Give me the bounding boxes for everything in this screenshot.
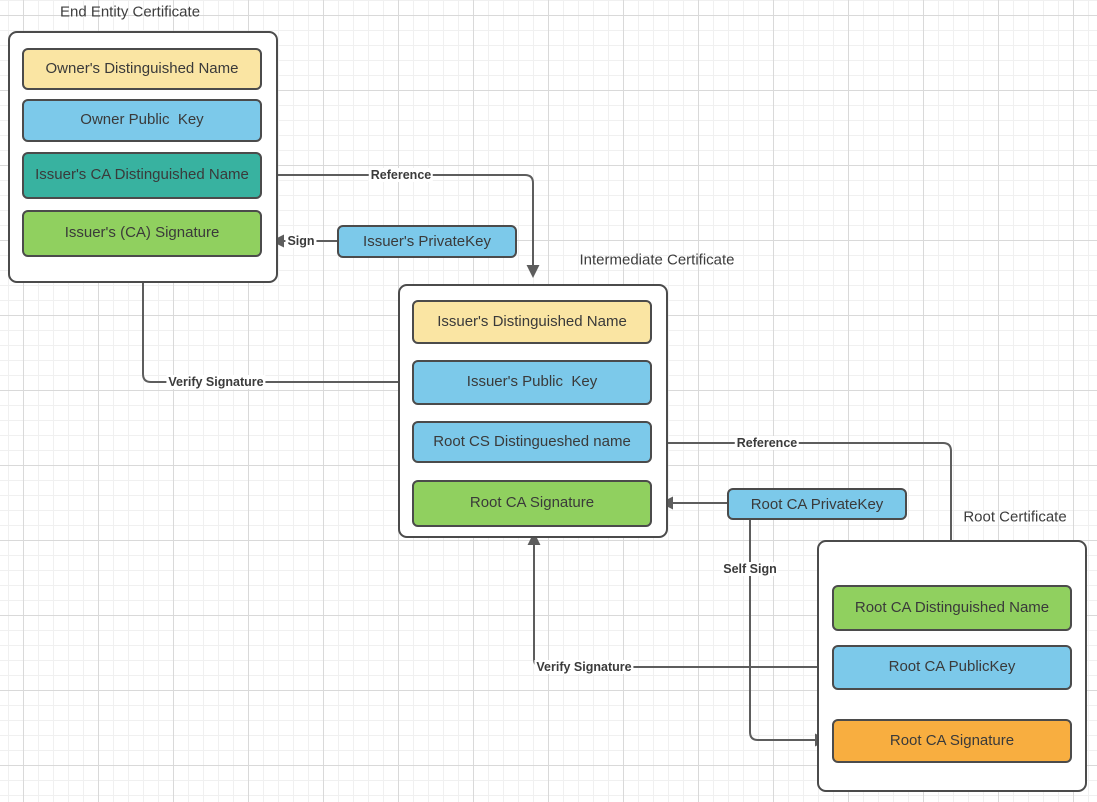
field-issuers-public-key[interactable]: Issuer's Public Key bbox=[412, 360, 652, 405]
edge-reference-2[interactable] bbox=[653, 442, 958, 580]
edge-label-verify-signature-2: Verify Signature bbox=[534, 660, 634, 674]
field-owner-public-key[interactable]: Owner Public Key bbox=[22, 99, 262, 142]
field-root-cs-distingueshed-name[interactable]: Root CS Distingueshed name bbox=[412, 421, 652, 463]
field-root-ca-publickey[interactable]: Root CA PublicKey bbox=[832, 645, 1072, 690]
edge-verify-signature-2[interactable] bbox=[527, 532, 832, 668]
edge-label-sign: Sign bbox=[285, 234, 317, 248]
field-issuers-ca-signature[interactable]: Issuer's (CA) Signature bbox=[22, 210, 262, 257]
edge-verify-signature-1[interactable] bbox=[136, 265, 412, 383]
end-entity-certificate-title: End Entity Certificate bbox=[59, 3, 201, 21]
field-root-ca-distinguished-name[interactable]: Root CA Distinguished Name bbox=[832, 585, 1072, 631]
end-entity-certificate-box[interactable]: Owner's Distinguished Name Owner Public … bbox=[8, 31, 278, 283]
root-certificate-title: Root Certificate bbox=[963, 508, 1067, 526]
field-root-ca-signature-intermediate[interactable]: Root CA Signature bbox=[412, 480, 652, 527]
field-root-ca-signature-root[interactable]: Root CA Signature bbox=[832, 719, 1072, 763]
intermediate-certificate-box[interactable]: Issuer's Distinguished Name Issuer's Pub… bbox=[398, 284, 668, 538]
field-issuers-ca-distinguished-name[interactable]: Issuer's CA Distinguished Name bbox=[22, 152, 262, 199]
edge-label-reference-2: Reference bbox=[734, 436, 800, 450]
edge-label-verify-signature-1: Verify Signature bbox=[166, 375, 266, 389]
issuers-private-key-box[interactable]: Issuer's PrivateKey bbox=[337, 225, 517, 258]
edge-self-sign[interactable] bbox=[749, 519, 828, 747]
root-ca-private-key-box[interactable]: Root CA PrivateKey bbox=[727, 488, 907, 520]
field-issuers-distinguished-name[interactable]: Issuer's Distinguished Name bbox=[412, 300, 652, 344]
edge-label-self-sign: Self Sign bbox=[721, 562, 779, 576]
root-certificate-box[interactable]: Root CA Distinguished Name Root CA Publi… bbox=[817, 540, 1087, 792]
edge-label-reference-1: Reference bbox=[368, 168, 434, 182]
field-owners-distinguished-name[interactable]: Owner's Distinguished Name bbox=[22, 48, 262, 90]
edge-reference-1[interactable] bbox=[263, 174, 540, 278]
intermediate-certificate-title: Intermediate Certificate bbox=[579, 251, 735, 269]
